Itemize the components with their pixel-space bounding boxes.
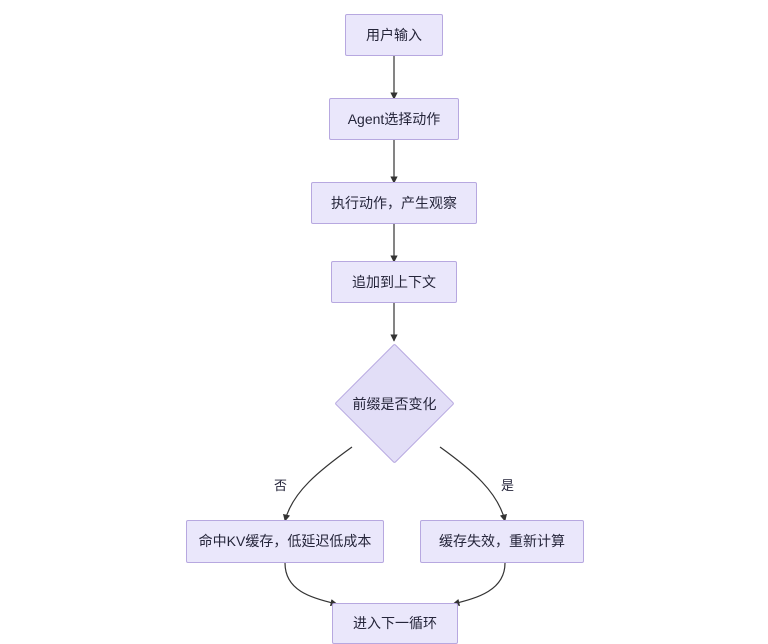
node-execute-action-label: 执行动作，产生观察 (331, 194, 457, 211)
node-cache-miss-label: 缓存失效，重新计算 (439, 533, 565, 550)
edge-cache-miss-to-next-loop (452, 562, 506, 606)
node-agent-select-action-label: Agent选择动作 (347, 110, 441, 127)
node-agent-select-action[interactable]: Agent选择动作 (329, 98, 459, 140)
edge-cache-hit-to-next-loop (284, 562, 338, 607)
node-user-input[interactable]: 用户输入 (345, 14, 443, 56)
node-next-loop[interactable]: 进入下一循环 (332, 603, 458, 644)
node-append-context-label: 追加到上下文 (352, 273, 436, 290)
node-prefix-changed-label: 前缀是否变化 (352, 395, 437, 412)
node-append-context[interactable]: 追加到上下文 (331, 261, 457, 303)
edge-label-yes: 是 (499, 478, 517, 493)
edge-decision-to-cache-miss (439, 446, 507, 522)
edge-decision-to-cache-hit (283, 446, 353, 522)
node-cache-hit[interactable]: 命中KV缓存，低延迟低成本 (186, 520, 384, 563)
node-user-input-label: 用户输入 (366, 26, 422, 43)
node-cache-hit-label: 命中KV缓存，低延迟低成本 (198, 533, 372, 550)
node-execute-action[interactable]: 执行动作，产生观察 (311, 182, 477, 224)
node-next-loop-label: 进入下一循环 (353, 615, 437, 632)
edge-label-no: 否 (272, 478, 290, 493)
node-prefix-changed[interactable]: 前缀是否变化 (334, 343, 455, 464)
node-cache-miss[interactable]: 缓存失效，重新计算 (420, 520, 584, 563)
